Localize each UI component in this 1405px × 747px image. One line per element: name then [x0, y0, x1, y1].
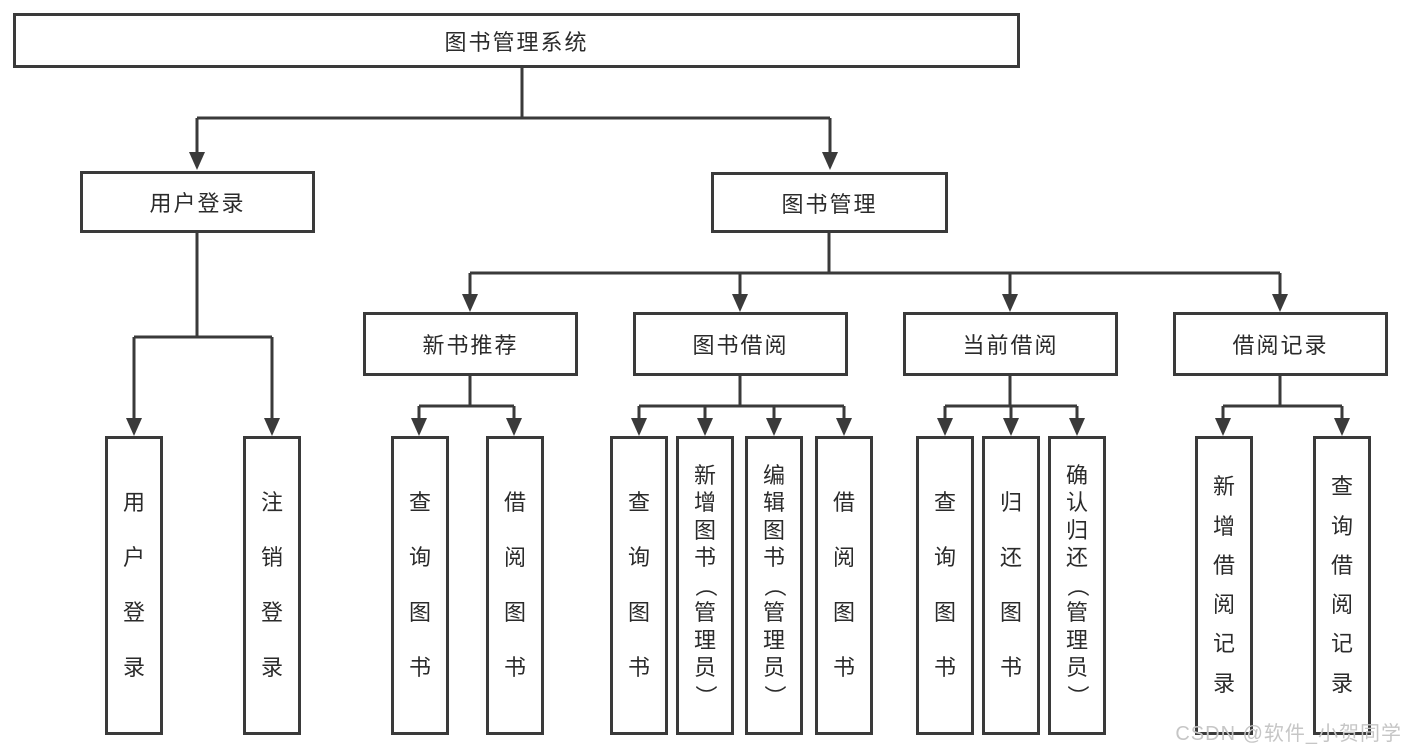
- leaf-logout: 注销登录: [243, 436, 301, 735]
- csdn-watermark: CSDN @软件_小贺同学: [1175, 723, 1402, 745]
- leaf-label: 归还图书: [999, 490, 1022, 680]
- leaf-label: 编辑图书（管理员）: [761, 462, 787, 707]
- leaf-label: 新增图书（管理员）: [692, 462, 718, 707]
- node-borrowing-records: 借阅记录: [1173, 312, 1388, 376]
- node-user-login-branch: 用户登录: [80, 171, 315, 233]
- leaf-add-borrow-record: 新增借阅记录: [1195, 436, 1253, 735]
- leaf-label: 借阅图书: [503, 490, 526, 680]
- node-system-root: 图书管理系统: [13, 13, 1020, 68]
- leaf-add-books-admin: 新增图书（管理员）: [676, 436, 734, 735]
- leaf-borrow-books-1: 借阅图书: [486, 436, 544, 735]
- leaf-label: 用户登录: [122, 490, 145, 680]
- leaf-query-books-1: 查询图书: [391, 436, 449, 735]
- leaf-user-login: 用户登录: [105, 436, 163, 735]
- node-new-book-recommend: 新书推荐: [363, 312, 578, 376]
- leaf-label: 查询图书: [933, 490, 956, 680]
- arrowheads: [126, 152, 1350, 436]
- leaf-query-books-2: 查询图书: [610, 436, 668, 735]
- node-book-borrowing: 图书借阅: [633, 312, 848, 376]
- leaf-label: 注销登录: [260, 490, 283, 680]
- leaf-edit-books-admin: 编辑图书（管理员）: [745, 436, 803, 735]
- leaf-label: 确认归还（管理员）: [1064, 462, 1090, 707]
- leaf-query-borrow-record: 查询借阅记录: [1313, 436, 1371, 735]
- node-current-borrowing: 当前借阅: [903, 312, 1118, 376]
- leaf-borrow-books-2: 借阅图书: [815, 436, 873, 735]
- leaf-confirm-return-admin: 确认归还（管理员）: [1048, 436, 1106, 735]
- leaf-return-books: 归还图书: [982, 436, 1040, 735]
- leaf-query-books-3: 查询图书: [916, 436, 974, 735]
- leaf-label: 新增借阅记录: [1212, 474, 1235, 696]
- leaf-label: 借阅图书: [832, 490, 855, 680]
- leaf-label: 查询图书: [408, 490, 431, 680]
- leaf-label: 查询图书: [627, 490, 650, 680]
- leaf-label: 查询借阅记录: [1330, 474, 1353, 696]
- node-book-management-branch: 图书管理: [711, 172, 948, 233]
